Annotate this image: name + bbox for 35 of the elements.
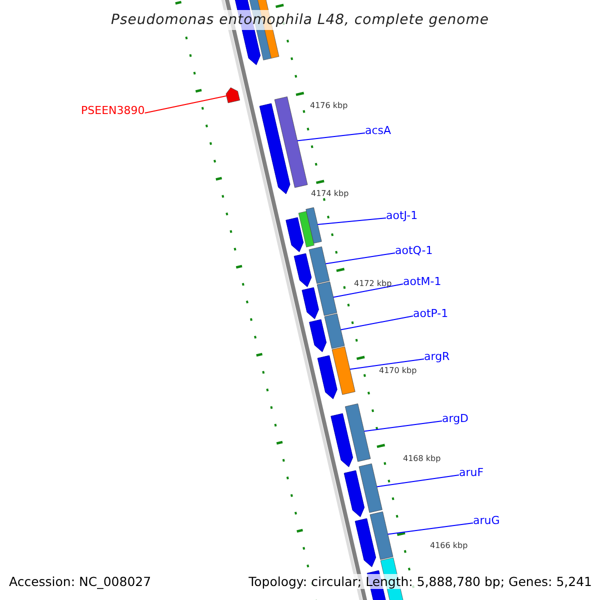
gene-label: aruG xyxy=(473,514,500,527)
gene-feature xyxy=(294,246,330,288)
leader-line xyxy=(144,95,227,114)
gene-label: aotM-1 xyxy=(403,275,442,288)
leader-line xyxy=(387,522,474,535)
gene-label: argD xyxy=(442,412,469,425)
gene-feature xyxy=(330,404,371,468)
gene-label: aotP-1 xyxy=(413,307,448,320)
gene-label: acsA xyxy=(365,124,392,137)
gene-feature xyxy=(317,346,356,400)
gene-feature xyxy=(354,512,394,568)
leader-line xyxy=(317,218,386,225)
gene-label: argR xyxy=(424,350,450,363)
accession-text: Accession: NC_008027 xyxy=(9,574,152,589)
leader-line xyxy=(376,474,460,488)
tick-label: 4174 kbp xyxy=(311,189,349,199)
tick-label: 4168 kbp xyxy=(403,454,441,464)
tick-label: 4170 kbp xyxy=(379,366,417,376)
tick-label: 4172 kbp xyxy=(354,279,392,289)
leader-line xyxy=(332,284,404,298)
gene-label: aotQ-1 xyxy=(395,244,433,257)
gene-feature xyxy=(259,96,308,194)
gene-marker xyxy=(226,87,240,104)
leader-line xyxy=(325,252,396,264)
gene-label: aruF xyxy=(459,466,484,479)
gene-label: PSEEN3890 xyxy=(81,104,145,117)
gene-feature xyxy=(344,464,382,518)
leader-line xyxy=(349,358,424,370)
tick-label: 4166 kbp xyxy=(430,541,468,551)
gene-feature xyxy=(302,282,338,320)
gene-label: aotJ-1 xyxy=(386,209,418,222)
leader-line xyxy=(296,132,366,142)
leader-line xyxy=(364,420,442,432)
gene-feature xyxy=(309,314,345,352)
gene-feature xyxy=(286,207,322,252)
